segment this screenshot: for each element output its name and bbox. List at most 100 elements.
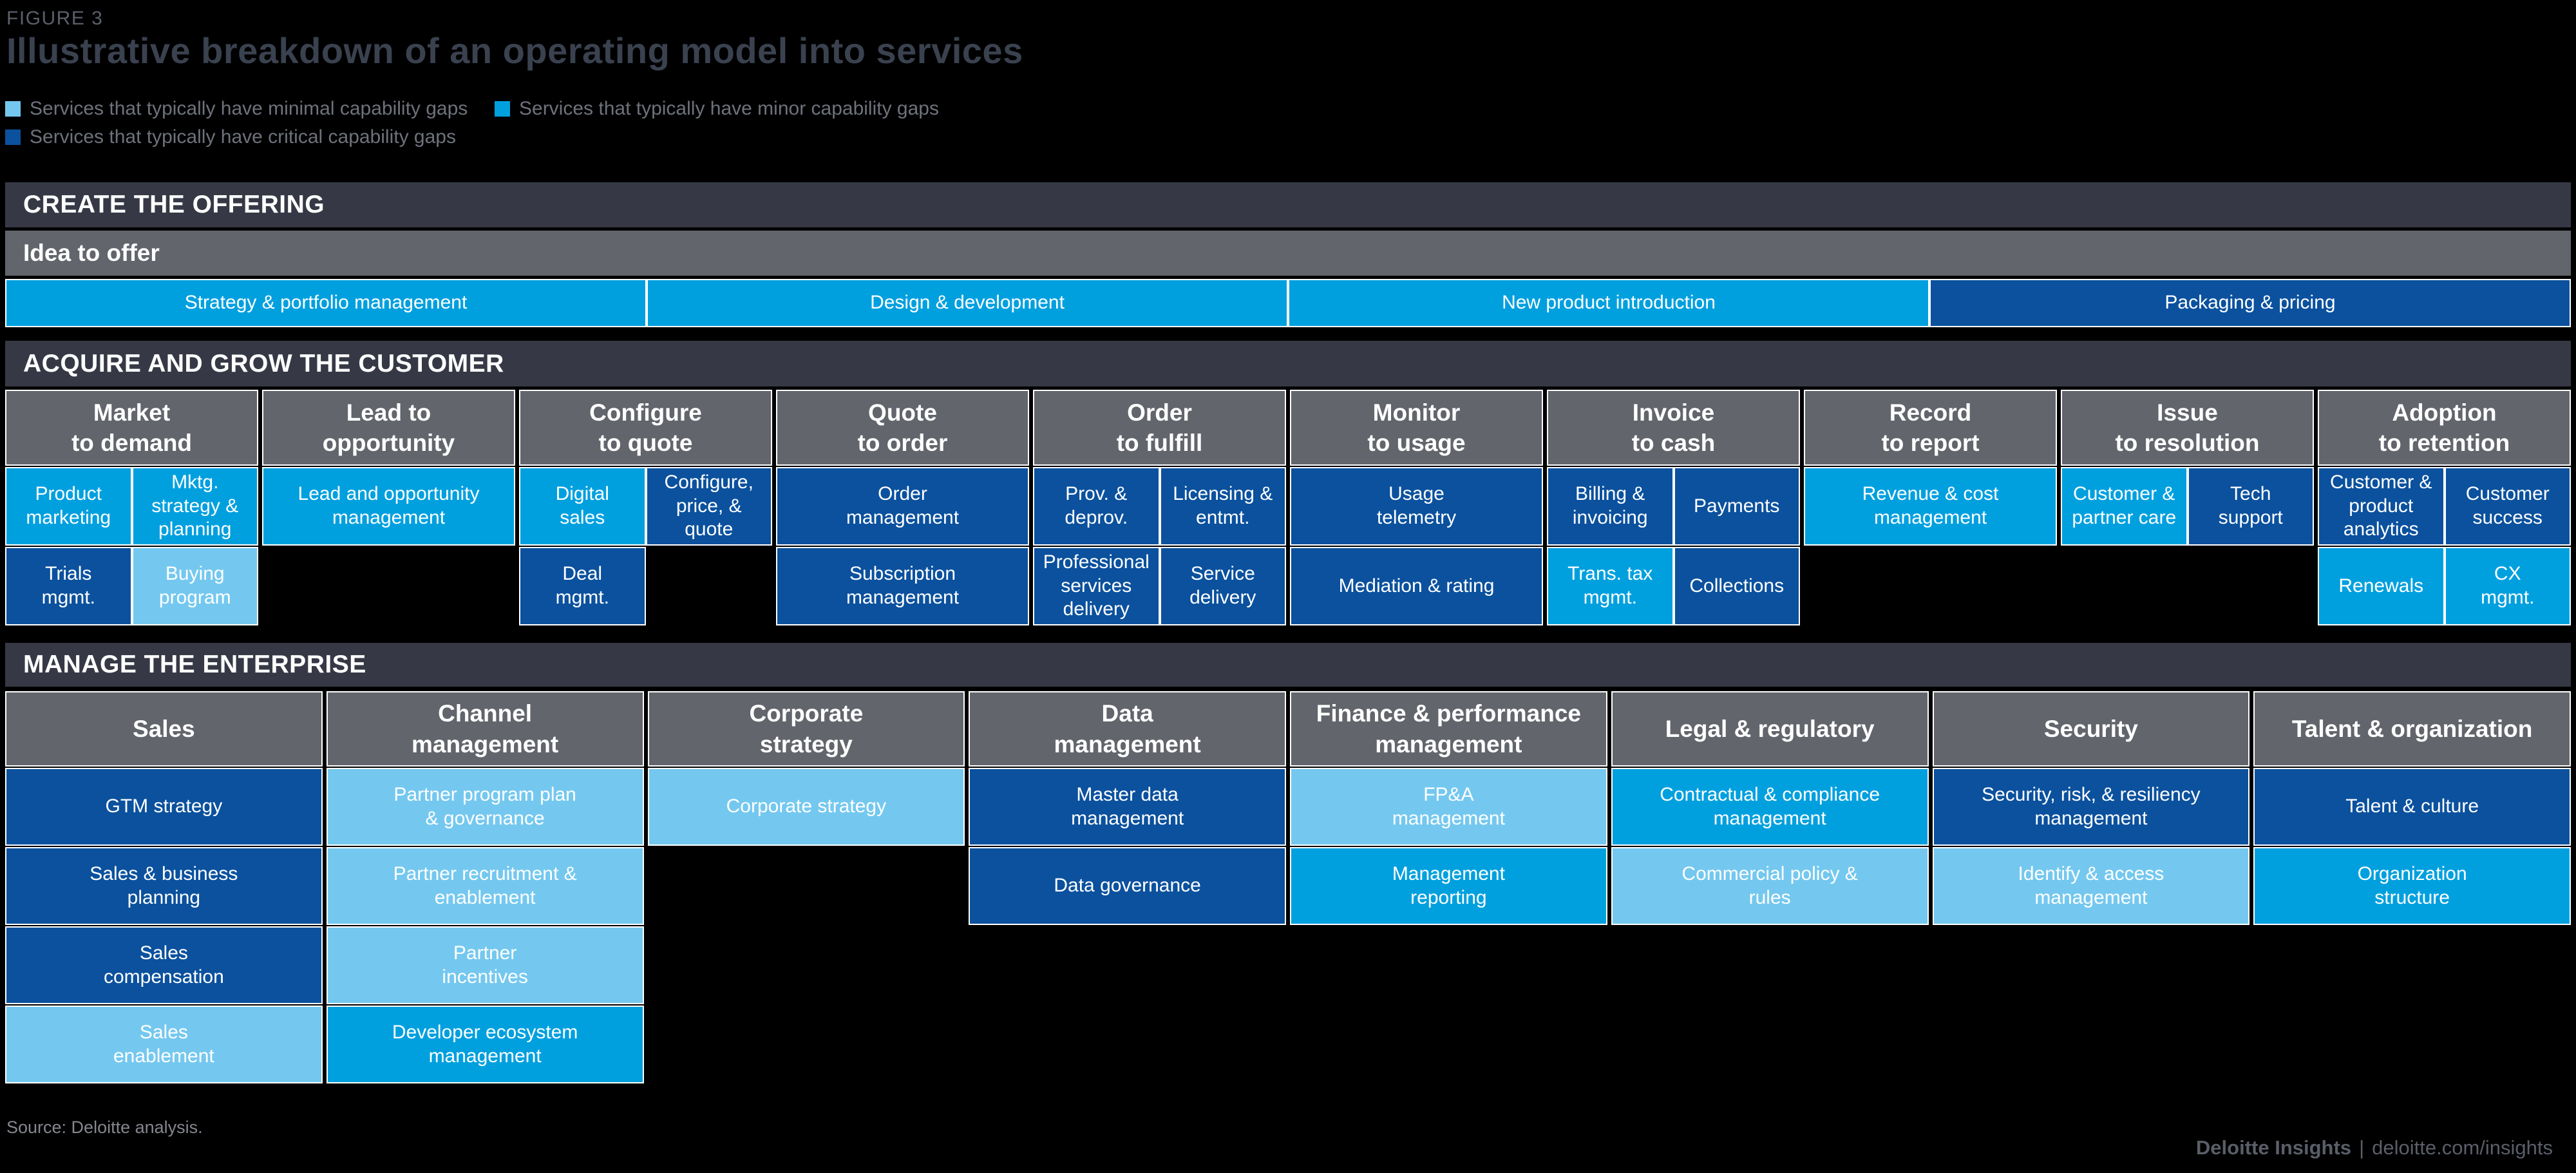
acquire-column-issue-to-resolution: Issue to resolution Customer & partner c… bbox=[2061, 390, 2314, 625]
column-header: Order to fulfill bbox=[1033, 390, 1286, 466]
service-customer-success: Customer success bbox=[2444, 467, 2571, 546]
page-title: Illustrative breakdown of an operating m… bbox=[6, 30, 1023, 71]
service-commercial-policy-rules: Commercial policy & rules bbox=[1611, 847, 1929, 925]
service-product-marketing: Product marketing bbox=[5, 467, 132, 546]
service-tech-support: Tech support bbox=[2187, 467, 2314, 546]
section-header-manage-the-enterprise: MANAGE THE ENTERPRISE bbox=[5, 643, 2571, 687]
column-header: Corporate strategy bbox=[647, 691, 965, 767]
service-licensing-entmt: Licensing & entmt. bbox=[1159, 467, 1286, 546]
service-strategy-portfolio-management: Strategy & portfolio management bbox=[5, 279, 647, 327]
column-header: Data management bbox=[969, 691, 1286, 767]
service-partner-recruitment-enablement: Partner recruitment & enablement bbox=[326, 847, 644, 925]
manage-column-security: Security Security, risk, & resiliency ma… bbox=[1932, 691, 2250, 1083]
figure-number: FIGURE 3 bbox=[6, 8, 104, 29]
legend-swatch-minor-icon bbox=[495, 101, 510, 117]
service-identify-access-management: Identify & access management bbox=[1932, 847, 2250, 925]
legend-label: Services that typically have critical ca… bbox=[30, 126, 456, 148]
acquire-column-record-to-report: Record to report Revenue & cost manageme… bbox=[1804, 390, 2057, 625]
legend-item-minimal: Services that typically have minimal cap… bbox=[5, 98, 468, 120]
column-header: Market to demand bbox=[5, 390, 258, 466]
service-lead-and-opportunity-management: Lead and opportunity management bbox=[262, 467, 515, 546]
service-customer-partner-care: Customer & partner care bbox=[2061, 467, 2188, 546]
empty-cell bbox=[1611, 1006, 1929, 1083]
acquire-grid: Market to demand Product marketing Mktg.… bbox=[5, 390, 2571, 625]
service-deal-mgmt: Deal mgmt. bbox=[519, 547, 646, 625]
empty-cell bbox=[1290, 1006, 1607, 1083]
service-service-delivery: Service delivery bbox=[1159, 547, 1286, 625]
column-header: Record to report bbox=[1804, 390, 2057, 466]
acquire-column-lead-to-opportunity: Lead to opportunity Lead and opportunity… bbox=[262, 390, 515, 625]
column-header: Sales bbox=[5, 691, 323, 767]
acquire-column-invoice-to-cash: Invoice to cash Billing & invoicing Paym… bbox=[1547, 390, 1800, 625]
manage-grid: Sales GTM strategy Sales & business plan… bbox=[5, 691, 2571, 1083]
empty-cell bbox=[2253, 1006, 2571, 1083]
column-header: Monitor to usage bbox=[1290, 390, 1543, 466]
service-trials-mgmt: Trials mgmt. bbox=[5, 547, 132, 625]
column-header: Legal & regulatory bbox=[1611, 691, 1929, 767]
service-new-product-introduction: New product introduction bbox=[1288, 279, 1929, 327]
service-corporate-strategy: Corporate strategy bbox=[647, 768, 965, 846]
section-header-acquire-and-grow: ACQUIRE AND GROW THE CUSTOMER bbox=[5, 341, 2571, 386]
service-subscription-management: Subscription management bbox=[776, 547, 1029, 625]
section-header-create-the-offering: CREATE THE OFFERING bbox=[5, 182, 2571, 227]
legend-label: Services that typically have minor capab… bbox=[519, 98, 939, 119]
manage-column-channel-management: Channel management Partner program plan … bbox=[326, 691, 644, 1083]
column-header: Quote to order bbox=[776, 390, 1029, 466]
service-gtm-strategy: GTM strategy bbox=[5, 768, 323, 846]
empty-cell bbox=[648, 1006, 965, 1083]
subheader-title: Idea to offer bbox=[23, 240, 160, 266]
service-sales-enablement: Sales enablement bbox=[5, 1006, 323, 1083]
source-note: Source: Deloitte analysis. bbox=[6, 1118, 203, 1137]
service-customer-product-analytics: Customer & product analytics bbox=[2318, 467, 2445, 546]
empty-cell bbox=[648, 847, 965, 925]
service-security-risk-resiliency-management: Security, risk, & resiliency management bbox=[1932, 768, 2250, 846]
service-mediation-rating: Mediation & rating bbox=[1290, 547, 1543, 625]
service-renewals: Renewals bbox=[2318, 547, 2445, 625]
service-data-governance: Data governance bbox=[969, 847, 1286, 925]
empty-cell bbox=[1611, 926, 1929, 1004]
service-packaging-pricing: Packaging & pricing bbox=[1929, 279, 2571, 327]
service-organization-structure: Organization structure bbox=[2253, 847, 2571, 925]
footer-credit: Deloitte Insights | deloitte.com/insights bbox=[2196, 1136, 2553, 1159]
service-mktg-strategy-planning: Mktg. strategy & planning bbox=[131, 467, 258, 546]
footer-separator: | bbox=[2359, 1136, 2365, 1159]
acquire-column-configure-to-quote: Configure to quote Digital sales Configu… bbox=[519, 390, 772, 625]
service-partner-incentives: Partner incentives bbox=[326, 926, 644, 1004]
acquire-column-market-to-demand: Market to demand Product marketing Mktg.… bbox=[5, 390, 258, 625]
service-sales-business-planning: Sales & business planning bbox=[5, 847, 323, 925]
service-cx-mgmt: CX mgmt. bbox=[2444, 547, 2571, 625]
manage-column-legal-regulatory: Legal & regulatory Contractual & complia… bbox=[1611, 691, 1929, 1083]
acquire-column-monitor-to-usage: Monitor to usage Usage telemetry Mediati… bbox=[1290, 390, 1543, 625]
service-master-data-management: Master data management bbox=[969, 768, 1286, 846]
service-professional-services-delivery: Professional services delivery bbox=[1033, 547, 1160, 625]
legend-item-critical: Services that typically have critical ca… bbox=[5, 126, 456, 148]
empty-cell bbox=[969, 1006, 1286, 1083]
footer-brand: Deloitte Insights bbox=[2195, 1136, 2352, 1159]
column-header: Talent & organization bbox=[2253, 691, 2571, 767]
section-title: MANAGE THE ENTERPRISE bbox=[23, 651, 366, 678]
legend-item-minor: Services that typically have minor capab… bbox=[495, 98, 939, 120]
legend-label: Services that typically have minimal cap… bbox=[30, 98, 468, 119]
column-header: Invoice to cash bbox=[1547, 390, 1800, 466]
service-talent-culture: Talent & culture bbox=[2253, 768, 2571, 846]
create-services-row: Strategy & portfolio management Design &… bbox=[5, 279, 2571, 327]
column-header: Channel management bbox=[326, 691, 644, 767]
service-buying-program: Buying program bbox=[131, 547, 258, 625]
manage-column-sales: Sales GTM strategy Sales & business plan… bbox=[5, 691, 323, 1083]
service-configure-price-quote: Configure, price, & quote bbox=[645, 467, 772, 546]
manage-column-talent-organization: Talent & organization Talent & culture O… bbox=[2253, 691, 2571, 1083]
empty-cell bbox=[2253, 926, 2571, 1004]
column-header: Adoption to retention bbox=[2318, 390, 2571, 466]
acquire-column-quote-to-order: Quote to order Order management Subscrip… bbox=[776, 390, 1029, 625]
service-trans-tax-mgmt: Trans. tax mgmt. bbox=[1547, 547, 1674, 625]
column-header: Security bbox=[1932, 691, 2250, 767]
empty-cell bbox=[1933, 926, 2250, 1004]
column-header: Configure to quote bbox=[519, 390, 772, 466]
empty-cell bbox=[648, 926, 965, 1004]
service-digital-sales: Digital sales bbox=[519, 467, 646, 546]
service-revenue-cost-management: Revenue & cost management bbox=[1804, 467, 2057, 546]
service-sales-compensation: Sales compensation bbox=[5, 926, 323, 1004]
footer-site: deloitte.com/insights bbox=[2372, 1136, 2553, 1159]
service-order-management: Order management bbox=[776, 467, 1029, 546]
